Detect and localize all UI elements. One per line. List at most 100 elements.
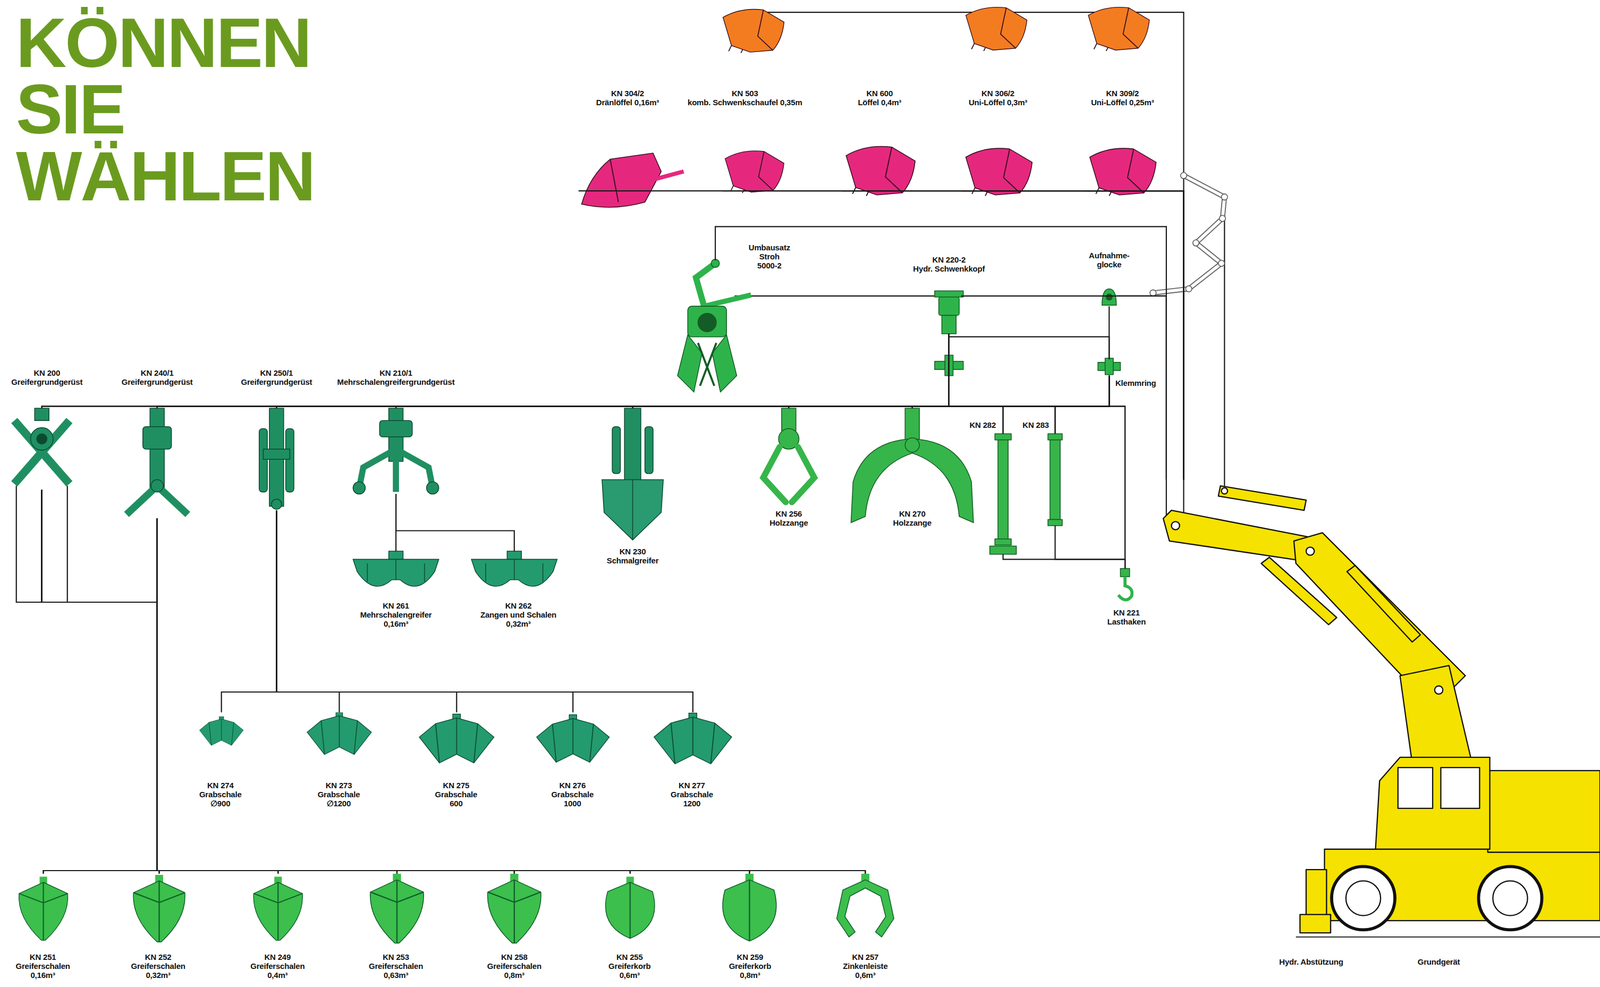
tool-label: ∅1200 <box>316 798 362 808</box>
multi-grab-rib <box>485 559 544 582</box>
frame-leg <box>359 449 433 493</box>
multi-grab-rib <box>367 559 425 582</box>
tool-node: KN 252Greiferschalen0,32m³ <box>129 873 189 945</box>
frame-part <box>142 426 172 450</box>
tool-label-group: KN 270Holzzange <box>892 509 933 528</box>
linkage-bar <box>1153 175 1225 293</box>
tool-label: Grabschale <box>434 789 479 799</box>
straw-arm <box>704 294 751 307</box>
tool-label-group: KN 240/1Greifergrundgerüst <box>120 368 194 387</box>
tool-label: 0,6m³ <box>607 970 653 980</box>
tool-label-group: KN 259Greiferkorb0,8m³ <box>727 952 773 980</box>
connector-line <box>722 190 1184 480</box>
tool-label: KN 257 <box>841 952 889 962</box>
boom-joint <box>1434 685 1443 694</box>
frame-hub <box>150 479 164 493</box>
tool-label-group: KN 220-2Hydr. Schwenkkopf <box>911 255 986 274</box>
connector-line <box>1055 375 1110 434</box>
frame-part <box>624 408 641 482</box>
tool-label: KN 600 <box>856 88 903 98</box>
tool-node: Klemmring <box>1096 359 1122 376</box>
tool-label-group: KN 274Grabschale∅900 <box>198 780 243 808</box>
drain-bucket-rib <box>610 159 619 203</box>
straw-arm <box>696 263 716 307</box>
rod-part <box>1050 439 1061 520</box>
connector-line <box>157 375 1110 409</box>
tool-label: KN 230 <box>605 546 660 556</box>
tong-part <box>781 408 797 431</box>
tool-node: Umbausatz Stroh 5000-2 <box>673 260 757 394</box>
tool-node: KN 600Löffel 0,4m³ <box>841 142 919 197</box>
tool-label: KN 200 <box>10 368 84 378</box>
connector-line <box>395 333 950 409</box>
tool-label: KN 273 <box>316 780 362 790</box>
tool-label-group: KN 230Schmalgreifer <box>605 546 660 565</box>
boom-joint <box>1171 521 1180 530</box>
connector-line <box>276 510 340 713</box>
crane-column <box>1400 665 1472 764</box>
tool-label-group: KN 257Zinkenleiste0,6m³ <box>841 952 889 980</box>
grab-icon <box>654 713 732 764</box>
tool-node: KN 259Greiferkorb0,8m³ <box>710 873 788 945</box>
connector-line <box>949 333 1056 434</box>
tool-label: Uni-Löffel 0,25m³ <box>1089 97 1155 107</box>
tool-label: Greiferkorb <box>607 961 653 971</box>
tool-node: KN 256Holzzange <box>760 408 818 505</box>
connector-line <box>912 333 950 409</box>
tool-label: KN 277 <box>669 780 715 790</box>
boom-cylinder <box>1260 557 1337 625</box>
connector-line <box>1055 525 1126 569</box>
connector-line <box>41 375 1110 409</box>
tool-label: KN 261 <box>359 600 434 611</box>
tool-node: KN 270Holzzange <box>849 408 976 523</box>
tool-label: KN 249 <box>249 952 306 962</box>
tool-label-group: KN 200Greifergrundgerüst <box>10 368 84 387</box>
tool-label: ∅900 <box>198 798 243 808</box>
tool-label-group: KN 282 <box>968 420 997 430</box>
tool-label: Greiferschalen <box>486 961 543 971</box>
connector-line <box>276 510 573 713</box>
boom-joint <box>1221 487 1229 495</box>
joint <box>1192 239 1200 247</box>
tool-node: KN 503komb. Schwenkschaufel 0,35m <box>722 145 786 197</box>
tool-node: KN 258Greiferschalen0,8m³ <box>482 873 546 945</box>
rear-body <box>1487 770 1600 853</box>
tool-label-group: KN 251Greiferschalen0,16m³ <box>14 952 72 980</box>
tool-label: Zangen und Schalen <box>479 610 558 620</box>
tool-label: KN 255 <box>607 952 653 962</box>
wire <box>1223 218 1225 488</box>
tool-node: Aufnahme- glocke <box>1101 288 1118 307</box>
frame-hub <box>30 427 54 451</box>
connector-line <box>578 190 1184 480</box>
grab-icon <box>419 714 494 764</box>
tool-label: KN 309/2 <box>1089 88 1155 98</box>
tool-label-group: KN 258Greiferschalen0,8m³ <box>486 952 543 980</box>
connector-line <box>276 510 457 713</box>
outrigger-foot <box>1299 914 1331 934</box>
connector-line <box>157 518 750 874</box>
swivel-body <box>938 297 960 316</box>
tool-label: KN 256 <box>768 509 809 519</box>
connector-line <box>632 375 1110 409</box>
frame-part <box>645 426 654 474</box>
tool-node: KN 210/1Mehrschalengreifergrundgerüst <box>351 408 440 494</box>
tool-label-group: Aufnahme- glocke <box>1087 250 1131 269</box>
clamp-ring <box>1105 358 1114 375</box>
tool-label-group: KN 600Löffel 0,4m³ <box>856 88 903 107</box>
tool-label: KN 274 <box>198 780 243 790</box>
tool-label: Greiferkorb <box>727 961 773 971</box>
tool-label-group: Grundgerät <box>1416 957 1462 967</box>
multi-grab <box>352 559 439 587</box>
connector-line <box>715 226 1167 480</box>
tool-label-group: KN 306/2Uni-Löffel 0,3m³ <box>967 88 1029 107</box>
tool-label: Klemmring <box>1114 378 1158 388</box>
tool-label: 1200 <box>669 798 715 808</box>
connector-line <box>276 375 1110 409</box>
tool-label: Dränlöffel 0,16m³ <box>595 97 660 107</box>
tool-label: 1000 <box>549 798 595 808</box>
tool-label: Zinkenleiste <box>841 961 889 971</box>
boom-cylinder <box>1218 485 1307 511</box>
wire-layout <box>16 12 1225 603</box>
grab-icon <box>307 712 372 755</box>
tool-node: KN 249Greiferschalen0,4m³ <box>249 873 307 945</box>
